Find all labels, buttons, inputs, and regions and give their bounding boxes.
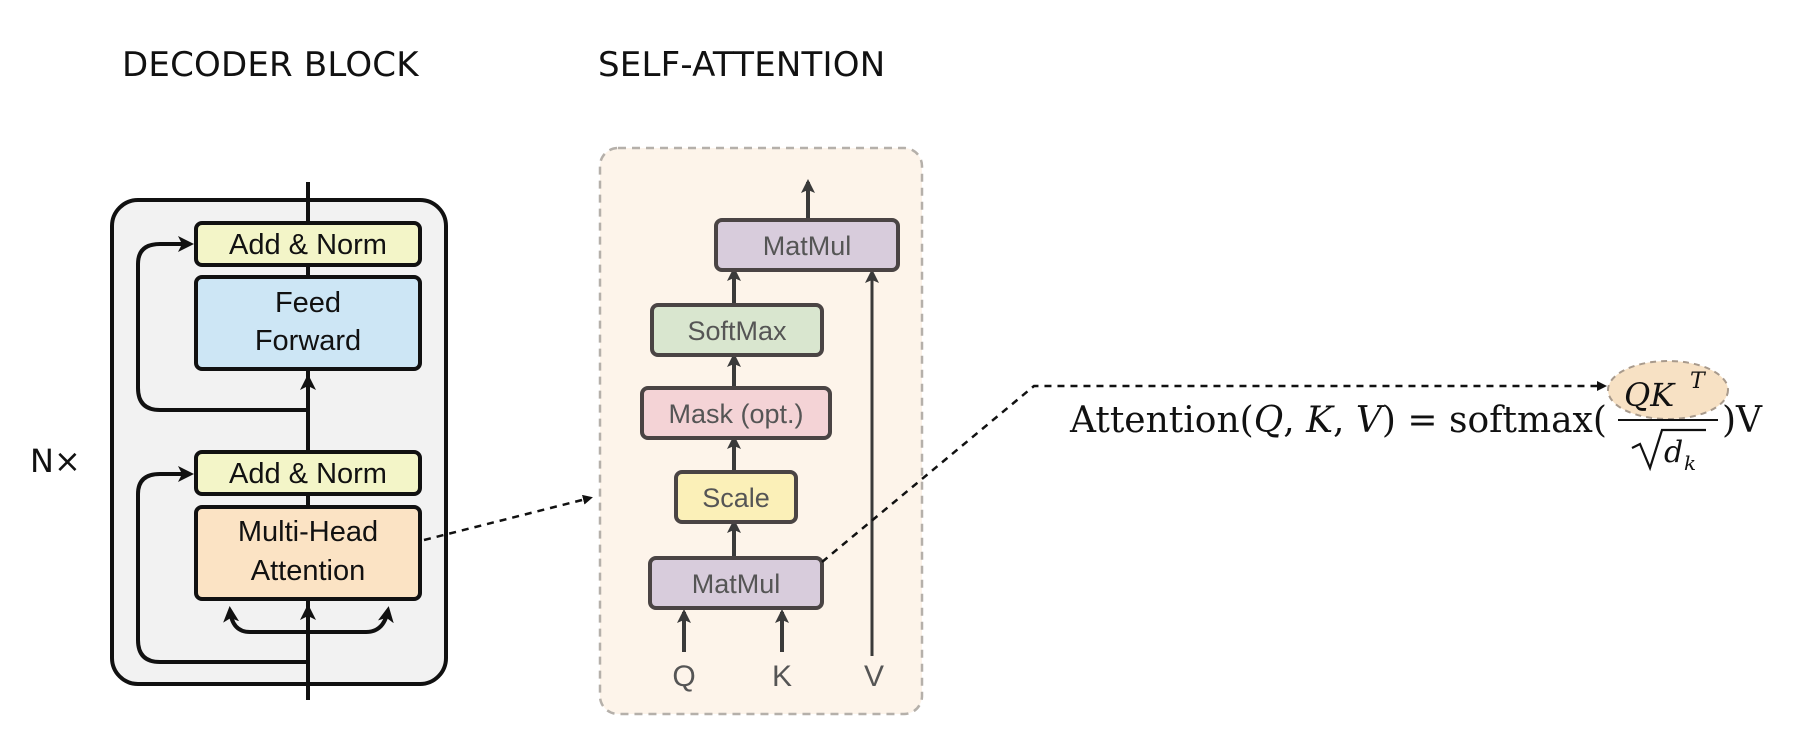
sa-matmul-top-box bbox=[714, 218, 900, 272]
feed-forward-box bbox=[194, 275, 422, 371]
add-norm-bottom-label: Add & Norm bbox=[229, 458, 387, 490]
multi-head-attention-box bbox=[194, 505, 422, 601]
decoder-block-title: DECODER BLOCK bbox=[122, 45, 420, 85]
mha-input-right-arrow bbox=[308, 606, 394, 634]
formula-attention-word: Attention bbox=[1069, 400, 1240, 441]
sa-mask-label: Mask (opt.) bbox=[668, 399, 803, 429]
numerator-k: K bbox=[1649, 376, 1676, 414]
mha-input-left-arrow bbox=[223, 606, 308, 634]
attention-formula: Attention(Q, K, V) = softmax( QK T d k )… bbox=[1069, 360, 1763, 475]
feed-forward-label-line2: Forward bbox=[255, 325, 361, 357]
sa-softmax-box bbox=[650, 303, 824, 357]
formula-open-paren: ( bbox=[1240, 400, 1254, 441]
add-norm-top-box bbox=[194, 221, 422, 267]
sa-matmul-bottom-box bbox=[648, 556, 824, 610]
add-norm-bottom-box bbox=[194, 450, 422, 496]
multi-head-label-line2: Attention bbox=[251, 555, 365, 587]
formula-tail: )V bbox=[1722, 400, 1763, 441]
sa-matmul-top-label: MatMul bbox=[763, 231, 852, 261]
formula-equals: = bbox=[1396, 400, 1449, 441]
formula-lhs: Attention(Q, K, V) = softmax( bbox=[1069, 400, 1607, 441]
repeat-count-label: N× bbox=[30, 442, 81, 480]
input-k-label: K bbox=[772, 660, 792, 693]
denominator-d: d bbox=[1664, 435, 1683, 470]
sqrt-symbol bbox=[1631, 428, 1706, 472]
formula-tail-text: )V bbox=[1722, 400, 1763, 441]
formula-softmax-open-paren: ( bbox=[1593, 400, 1607, 441]
numerator-q: Q bbox=[1624, 376, 1650, 414]
denominator-subscript-k: k bbox=[1684, 451, 1696, 475]
sa-mask-box bbox=[640, 386, 832, 440]
sa-scale-label: Scale bbox=[702, 483, 770, 513]
formula-softmax-word: softmax bbox=[1449, 400, 1593, 441]
input-q-label: Q bbox=[672, 660, 695, 693]
add-norm-top-label: Add & Norm bbox=[229, 229, 387, 261]
formula-k: K bbox=[1305, 400, 1335, 441]
formula-q: Q bbox=[1254, 400, 1284, 441]
sa-scale-box bbox=[674, 470, 798, 524]
formula-numerator: QK bbox=[1624, 376, 1676, 414]
decoder-container bbox=[110, 198, 448, 686]
formula-comma-1: , bbox=[1283, 400, 1306, 441]
zoom-connector-arrow bbox=[423, 494, 593, 542]
self-attention-block: MatMul SoftMax Mask (opt.) Scale MatMul … bbox=[598, 146, 924, 716]
formula-comma-2: , bbox=[1333, 400, 1356, 441]
input-v-label: V bbox=[864, 660, 884, 693]
numerator-superscript-t: T bbox=[1690, 369, 1707, 394]
multi-head-label-line1: Multi-Head bbox=[238, 516, 378, 548]
sa-matmul-bottom-label: MatMul bbox=[692, 569, 781, 599]
feed-forward-label-line1: Feed bbox=[275, 287, 341, 319]
sa-softmax-label: SoftMax bbox=[687, 316, 787, 346]
formula-close-paren: ) bbox=[1382, 400, 1396, 441]
formula-connector-arrow bbox=[821, 381, 1607, 563]
residual-arrow-bottom bbox=[136, 466, 308, 664]
residual-arrow-top bbox=[136, 236, 308, 412]
formula-v: V bbox=[1356, 400, 1386, 441]
decoder-block: Add & Norm Feed Forward Add & Norm Multi… bbox=[30, 182, 448, 700]
self-attention-title: SELF-ATTENTION bbox=[598, 45, 885, 85]
